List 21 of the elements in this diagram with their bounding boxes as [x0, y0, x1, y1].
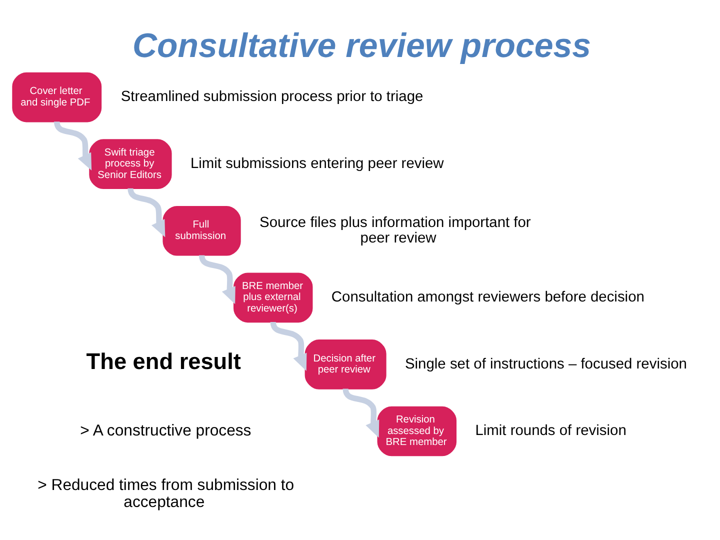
label: The end result	[86, 348, 241, 374]
label: > Reduced times from submission to acceptance	[38, 476, 294, 510]
arrow	[128, 188, 166, 237]
node-label: Streamlined submission process prior to triage	[120, 88, 424, 105]
node-box: Full submission	[162, 205, 241, 256]
node-box: Revision assessed by BRE member	[377, 406, 456, 456]
node-label: Limit submissions entering peer review	[190, 155, 444, 172]
node-box: Cover letter and single PDF	[12, 72, 102, 122]
label: > A constructive process	[80, 422, 252, 439]
node-label: Single set of instructions – focused revision	[405, 356, 687, 372]
arrow	[270, 321, 307, 370]
node-box: Decision after peer review	[304, 339, 386, 389]
node-label: Source files plus information important for peer review	[260, 214, 531, 246]
arrow	[342, 388, 380, 438]
node-label: Consultation amongst reviewers before decision	[331, 289, 644, 306]
arrow	[54, 120, 92, 170]
node-label: Limit rounds of revision	[475, 422, 626, 439]
diagram-title: Consultative review process	[132, 26, 592, 65]
node-box: Swift triage process by Senior Editors	[89, 138, 172, 188]
arrow	[198, 254, 236, 304]
node-box: BRE member plus external reviewer(s)	[233, 272, 313, 322]
